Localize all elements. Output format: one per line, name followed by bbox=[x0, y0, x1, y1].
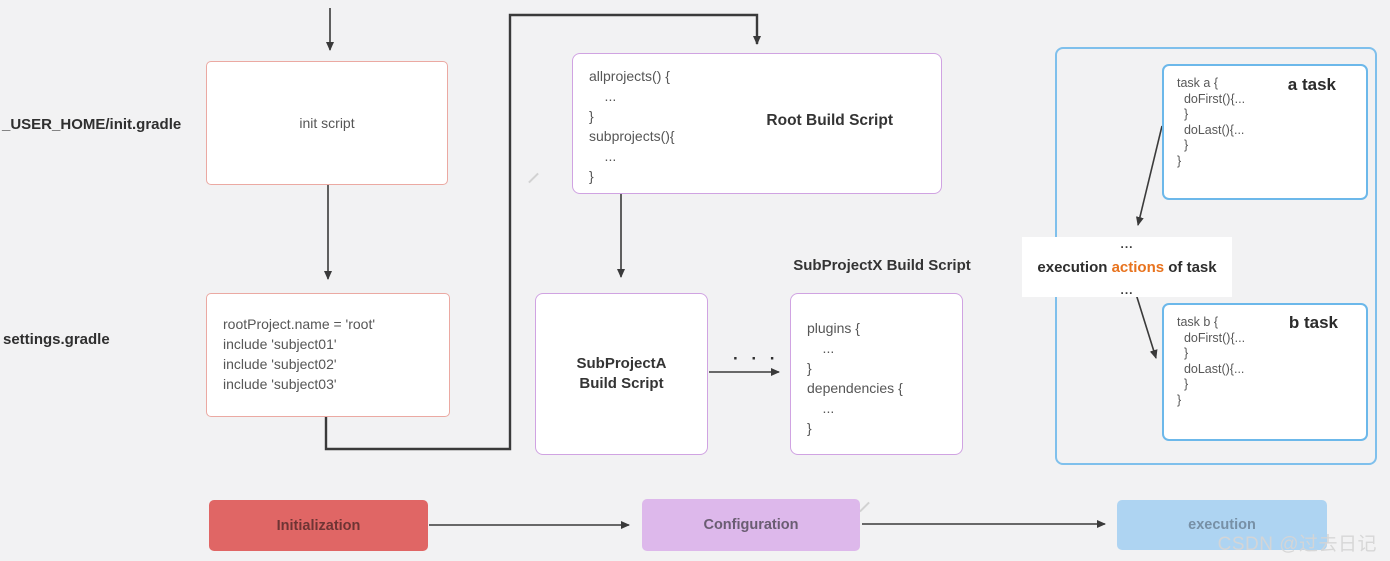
task-b-label: b task bbox=[1288, 313, 1338, 332]
execution-actions-text: execution actions of task bbox=[1037, 259, 1216, 276]
code-line: doLast(){... bbox=[1177, 122, 1245, 137]
code-line: rootProject.name = 'root' bbox=[223, 316, 376, 332]
settings-gradle-box: rootProject.name = 'root' include 'subje… bbox=[206, 293, 450, 417]
code-line: } bbox=[807, 360, 812, 376]
code-line: include 'subject03' bbox=[223, 376, 337, 392]
subproject-x-title: SubProjectX Build Script bbox=[793, 257, 971, 274]
code-line: doFirst(){... bbox=[1177, 91, 1246, 106]
task-a-label: a task bbox=[1287, 75, 1336, 94]
code-line: task b { bbox=[1177, 315, 1218, 329]
code-line: } bbox=[1177, 107, 1189, 121]
label-settings-gradle: settings.gradle bbox=[3, 331, 110, 348]
ellipsis-below-note: ... bbox=[1120, 283, 1134, 297]
code-line: include 'subject01' bbox=[223, 336, 337, 352]
subproject-a-line2: Build Script bbox=[579, 375, 664, 392]
code-line: } bbox=[589, 108, 594, 124]
init-script-text: init script bbox=[299, 115, 355, 131]
code-line: } bbox=[1177, 138, 1189, 152]
ellipsis-between-subprojects: · · · bbox=[733, 349, 780, 368]
code-line: ... bbox=[589, 88, 617, 104]
code-line: doLast(){... bbox=[1177, 361, 1245, 376]
code-line: ... bbox=[807, 340, 835, 356]
phase-configuration: Configuration bbox=[642, 499, 860, 551]
note-actions-highlight: actions bbox=[1111, 258, 1165, 276]
code-line: } bbox=[807, 420, 812, 436]
note-part3: of task bbox=[1164, 258, 1217, 276]
note-part1: execution bbox=[1037, 258, 1112, 276]
task-a-box: task a { doFirst(){... } doLast(){... } … bbox=[1162, 64, 1368, 200]
root-build-script-title: Root Build Script bbox=[766, 112, 893, 129]
code-line: task a { bbox=[1177, 76, 1218, 90]
phase-initialization: Initialization bbox=[209, 500, 428, 551]
subproject-a-line1: SubProjectA bbox=[576, 355, 667, 372]
code-line: } bbox=[589, 168, 594, 184]
code-line: dependencies { bbox=[807, 380, 903, 396]
code-line: } bbox=[1177, 153, 1182, 168]
task-b-box: task b { doFirst(){... } doLast(){... } … bbox=[1162, 303, 1368, 441]
execution-actions-note: ... execution actions of task ... bbox=[1022, 237, 1232, 297]
ellipsis-above-note: ... bbox=[1120, 237, 1134, 251]
subproject-a-box: SubProjectA Build Script bbox=[535, 293, 708, 455]
code-line: include 'subject02' bbox=[223, 356, 337, 372]
code-line: subprojects(){ bbox=[589, 128, 675, 144]
code-line: } bbox=[1177, 377, 1189, 391]
code-line: ... bbox=[807, 400, 835, 416]
root-build-script-box: allprojects() { ... } subprojects(){ ...… bbox=[572, 53, 942, 194]
arrow-settings-to-root bbox=[324, 13, 761, 451]
arrow-task-a-to-actions bbox=[1135, 125, 1163, 226]
init-script-box: init script bbox=[206, 61, 448, 185]
subproject-x-box: plugins { ... } dependencies { ... } bbox=[790, 293, 963, 455]
code-line: plugins { bbox=[807, 320, 860, 336]
code-line: } bbox=[1177, 346, 1189, 360]
label-user-home-init-gradle: _USER_HOME/init.gradle bbox=[2, 116, 182, 133]
csdn-watermark: CSDN @过去日记 bbox=[1217, 534, 1377, 555]
code-line: ... bbox=[589, 148, 617, 164]
arrow-actions-to-task-b bbox=[1135, 293, 1158, 359]
phase-execution: execution bbox=[1117, 500, 1327, 550]
code-line: doFirst(){... bbox=[1177, 330, 1246, 345]
code-line: allprojects() { bbox=[589, 68, 670, 84]
code-line: } bbox=[1177, 392, 1182, 407]
